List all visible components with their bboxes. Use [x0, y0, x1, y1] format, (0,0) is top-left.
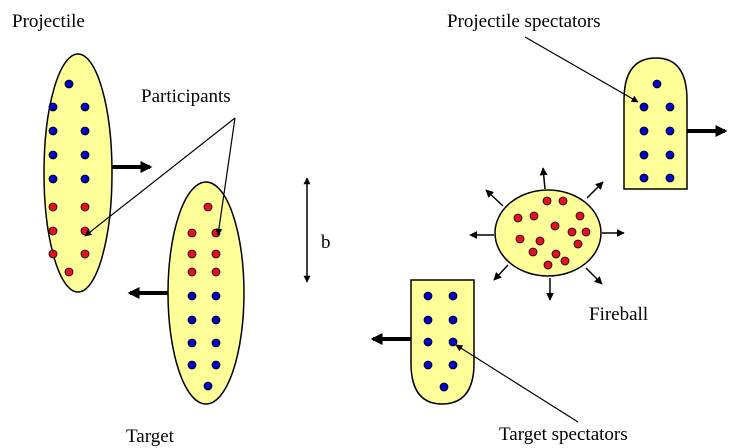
target-spectators-pointer: [455, 344, 579, 423]
projectile-label: Projectile: [12, 11, 85, 32]
projectile-spectators-fragment: [623, 57, 728, 190]
impact-parameter-label: b: [321, 232, 331, 253]
projectile-nucleus: [43, 53, 153, 293]
fireball-label: Fireball: [589, 304, 648, 325]
target-spectators-fragment: [370, 279, 475, 405]
projectile-spectators-pointer: [524, 36, 639, 103]
participants-pointers: [84, 117, 236, 237]
projectile-nucleons: [48, 79, 90, 277]
target-label: Target: [126, 426, 175, 447]
projectile-spectators-label: Projectile spectators: [447, 11, 601, 32]
participants-label: Participants: [141, 86, 231, 107]
fireball: [469, 167, 625, 301]
fireball-nucleons: [513, 196, 591, 270]
target-nucleus: [127, 181, 245, 405]
fireball-expansion-arrows: [469, 167, 625, 301]
target-spectators-label: Target spectators: [499, 424, 628, 445]
